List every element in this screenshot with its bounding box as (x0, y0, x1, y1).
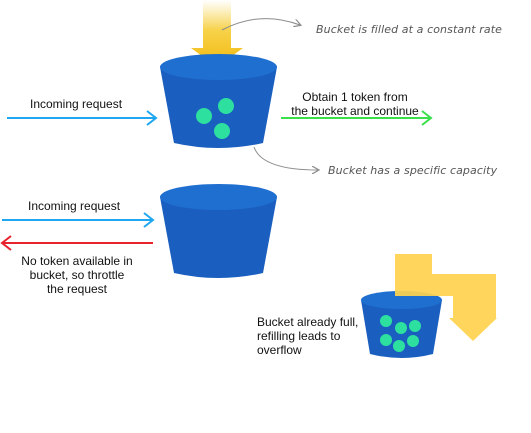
incoming-request-arrow-2 (2, 212, 155, 228)
throttle-label: No token available in bucket, so throttl… (13, 254, 141, 296)
success-label-line-1: Obtain 1 token from (302, 90, 408, 104)
token-icon (196, 108, 212, 124)
scenario-3-group (361, 254, 497, 358)
incoming-request-arrow-1 (7, 110, 158, 126)
throttle-label-line-1: No token available in (21, 254, 133, 268)
incoming-request-label-2: Incoming request (28, 199, 121, 213)
bucket-3-tokens (380, 315, 421, 352)
throttle-label-line-2: bucket, so throttle (29, 268, 125, 282)
fill-rate-arrow (191, 0, 243, 67)
success-arrow (281, 110, 433, 126)
success-label-line-2: the bucket and continue (291, 104, 419, 118)
token-icon (393, 340, 405, 352)
overflow-label-line-3: overflow (257, 343, 302, 357)
overflow-label: Bucket already full, refilling leads to … (257, 315, 358, 357)
token-icon (395, 322, 407, 334)
throttle-arrow (0, 235, 153, 251)
capacity-note-leader (253, 146, 318, 170)
scenario-2-group (0, 184, 277, 278)
overflow-label-line-1: Bucket already full, (257, 315, 359, 329)
throttle-label-line-3: the request (46, 282, 108, 296)
bucket-1-tokens (196, 98, 234, 139)
scenario-1-group (7, 0, 433, 170)
token-icon (214, 123, 230, 139)
fill-rate-note: Bucket is filled at a constant rate (316, 23, 503, 36)
token-icon (380, 315, 392, 327)
token-icon (380, 334, 392, 346)
bucket-2-icon (160, 184, 277, 278)
overflow-label-line-2: refilling leads to (257, 329, 341, 343)
capacity-note: Bucket has a specific capacity (328, 164, 498, 177)
overflow-arrow (395, 254, 497, 341)
fill-note-leader (221, 18, 300, 31)
token-icon (407, 335, 419, 347)
token-icon (218, 98, 234, 114)
incoming-request-label-1: Incoming request (30, 97, 123, 111)
success-label: Obtain 1 token from the bucket and conti… (280, 90, 430, 118)
token-icon (409, 320, 421, 332)
